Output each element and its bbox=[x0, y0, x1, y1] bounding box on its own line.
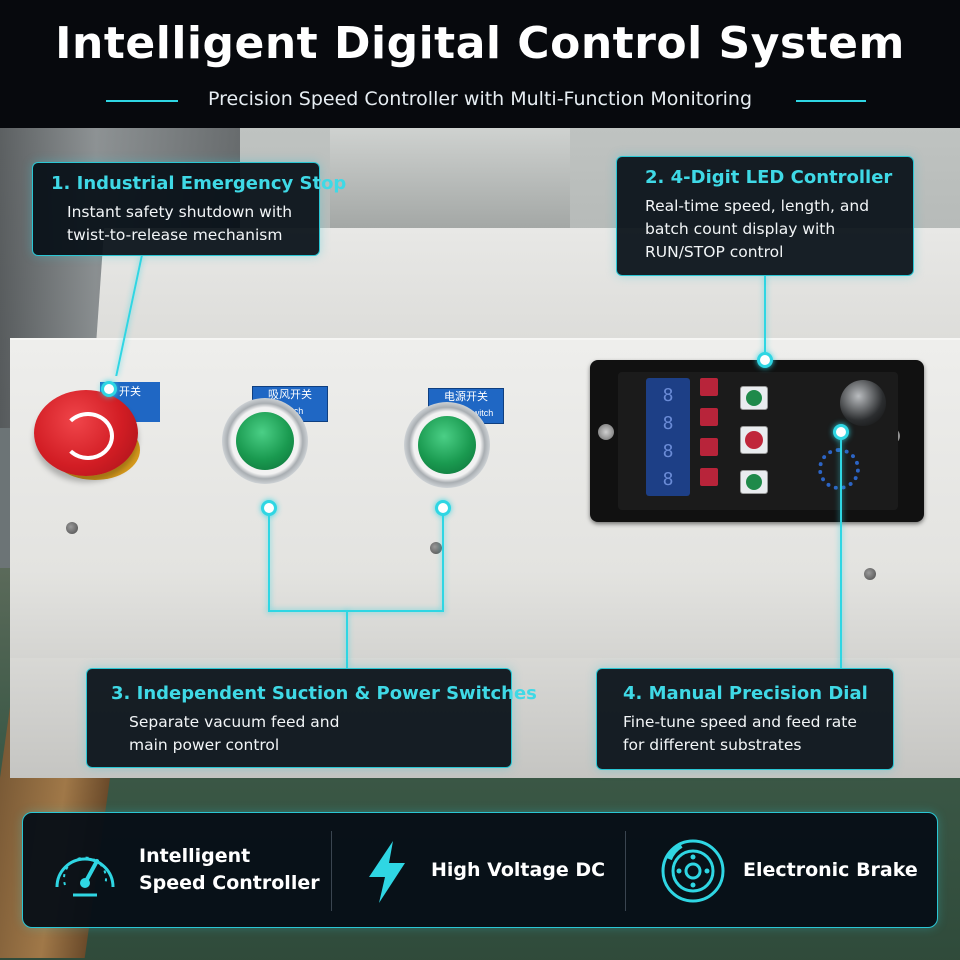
panel-screw bbox=[864, 568, 876, 580]
callout-title: 2. 4-Digit LED Controller bbox=[645, 167, 893, 188]
callout-line: for different substrates bbox=[623, 736, 802, 754]
page-title: Intelligent Digital Control System bbox=[55, 18, 905, 69]
callout-body: Fine-tune speed and feed rate for differ… bbox=[623, 711, 857, 757]
callout-3-anchor-dot bbox=[435, 500, 451, 516]
power-switch-label-text: 电源开关 bbox=[444, 391, 488, 403]
callout-line: Real-time speed, length, and bbox=[645, 197, 870, 215]
subtitle-row: Precision Speed Controller with Multi-Fu… bbox=[0, 88, 960, 114]
feature-speed-controller-label: Intelligent Speed Controller bbox=[139, 843, 320, 897]
callout-line: Separate vacuum feed and bbox=[129, 713, 340, 731]
callout-body: Separate vacuum feed and main power cont… bbox=[129, 711, 339, 757]
panel-screw bbox=[66, 522, 78, 534]
controller-screw bbox=[598, 424, 614, 440]
header: Intelligent Digital Control System Preci… bbox=[0, 0, 960, 128]
feature-divider bbox=[625, 831, 626, 911]
speedometer-icon bbox=[55, 856, 115, 897]
callout-title: 4. Manual Precision Dial bbox=[623, 683, 868, 704]
estop-label-text: 开关 bbox=[119, 386, 141, 398]
callout-2-connector bbox=[764, 276, 766, 352]
led-digit: 8 bbox=[662, 469, 674, 490]
led-controller: 8 8 8 8 bbox=[590, 360, 924, 522]
feature-line: Intelligent bbox=[139, 845, 251, 867]
feature-high-voltage-label: High Voltage DC bbox=[431, 857, 605, 884]
led-digit: 8 bbox=[662, 413, 674, 434]
subtitle-right-rule bbox=[796, 100, 866, 102]
precision-dial-knob[interactable] bbox=[840, 380, 886, 426]
callout-emergency-stop: 1. Industrial Emergency Stop Instant saf… bbox=[32, 162, 346, 256]
up-arrow-icon bbox=[746, 390, 762, 406]
brake-disc-icon bbox=[661, 839, 725, 903]
machine-bracket bbox=[330, 128, 570, 238]
callout-line: Instant safety shutdown with bbox=[67, 203, 293, 221]
stop-icon bbox=[745, 431, 763, 449]
callout-line: Fine-tune speed and feed rate bbox=[623, 713, 857, 731]
callout-line: main power control bbox=[129, 736, 280, 754]
power-switch-cap bbox=[418, 416, 476, 474]
run-stop-key[interactable] bbox=[740, 426, 768, 454]
suction-switch-label-text: 吸风开关 bbox=[268, 389, 312, 401]
callout-line: twist-to-release mechanism bbox=[67, 226, 283, 244]
callout-title: 1. Industrial Emergency Stop bbox=[51, 173, 347, 194]
callout-3-connector-right bbox=[442, 512, 444, 612]
callout-line: RUN/STOP control bbox=[645, 243, 784, 261]
callout-body: Instant safety shutdown with twist-to-re… bbox=[67, 201, 292, 247]
feature-line: Speed Controller bbox=[139, 872, 320, 894]
callout-1-anchor-dot bbox=[101, 381, 117, 397]
callout-title: 3. Independent Suction & Power Switches bbox=[111, 683, 537, 704]
callout-4-anchor-dot bbox=[833, 424, 849, 440]
led-display: 8 8 8 8 bbox=[646, 378, 690, 496]
down-key[interactable] bbox=[740, 470, 768, 494]
callout-switches: 3. Independent Suction & Power Switches … bbox=[86, 668, 537, 768]
rotate-arrow-icon bbox=[62, 412, 114, 460]
callout-3-connector-stem bbox=[346, 610, 348, 668]
callout-3-anchor-dot bbox=[261, 500, 277, 516]
emergency-stop-button[interactable] bbox=[34, 390, 138, 476]
feature-divider bbox=[331, 831, 332, 911]
feature-electronic-brake-label: Electronic Brake bbox=[743, 857, 918, 884]
lightning-icon bbox=[369, 841, 405, 903]
callout-3-connector-bridge bbox=[268, 610, 444, 612]
callout-4-connector bbox=[840, 438, 842, 668]
subtitle-left-rule bbox=[106, 100, 178, 102]
power-switch[interactable] bbox=[404, 402, 490, 488]
suction-switch-cap bbox=[236, 412, 294, 470]
callout-2-anchor-dot bbox=[757, 352, 773, 368]
callout-3-connector-left bbox=[268, 512, 270, 612]
features-bar: Intelligent Speed Controller High Voltag… bbox=[22, 812, 938, 928]
callout-line: batch count display with bbox=[645, 220, 836, 238]
function-key[interactable] bbox=[700, 468, 718, 486]
feature-line: Electronic Brake bbox=[743, 859, 918, 881]
gear-icon bbox=[818, 448, 860, 490]
panel-screw bbox=[430, 542, 442, 554]
down-arrow-icon bbox=[746, 474, 762, 490]
up-key[interactable] bbox=[740, 386, 768, 410]
function-key[interactable] bbox=[700, 408, 718, 426]
page-subtitle: Precision Speed Controller with Multi-Fu… bbox=[207, 88, 753, 110]
controller-face: 8 8 8 8 bbox=[618, 372, 898, 510]
function-key[interactable] bbox=[700, 378, 718, 396]
feature-line: High Voltage DC bbox=[431, 859, 606, 881]
callout-body: Real-time speed, length, and batch count… bbox=[645, 195, 869, 264]
suction-switch[interactable] bbox=[222, 398, 308, 484]
callout-led-controller: 2. 4-Digit LED Controller Real-time spee… bbox=[616, 156, 914, 276]
callout-precision-dial: 4. Manual Precision Dial Fine-tune speed… bbox=[596, 668, 894, 770]
led-digit: 8 bbox=[662, 441, 674, 462]
function-key[interactable] bbox=[700, 438, 718, 456]
led-digit: 8 bbox=[662, 385, 674, 406]
